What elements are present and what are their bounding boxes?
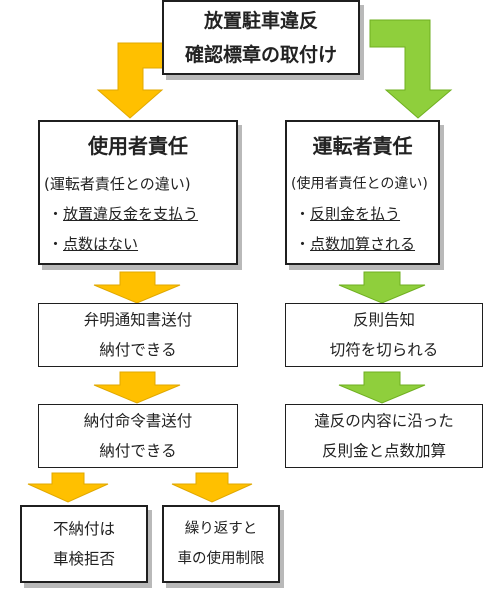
arrow-down-left-2 (93, 371, 181, 404)
user-bullet-2-text: 点数はない (63, 235, 139, 253)
user-step-1-line2: 納付できる (99, 341, 177, 359)
driver-step-1-line2: 切符を切られる (329, 341, 439, 359)
driver-bullet-2: ・点数加算される (287, 229, 438, 259)
user-responsibility-heading: 使用者責任 (88, 134, 188, 158)
user-end-2: 繰り返すと 車の使用制限 (162, 505, 280, 583)
arrow-down-left-3b (171, 472, 253, 503)
driver-responsibility-box: 運転者責任 (使用者責任との違い) ・反則金を払う ・点数加算される (285, 120, 440, 265)
user-bullet-2: ・点数はない (40, 229, 236, 259)
driver-bullet-2-text: 点数加算される (310, 235, 416, 253)
driver-step-2-line2: 反則金と点数加算 (321, 442, 446, 460)
arrow-title-to-right (369, 19, 453, 119)
user-step-1-line1: 弁明通知書送付 (83, 311, 193, 329)
user-responsibility-note: (運転者責任との違い) (44, 175, 191, 193)
driver-responsibility-note: (使用者責任との違い) (291, 176, 428, 192)
user-end-2-line2: 車の使用制限 (177, 551, 265, 567)
user-bullet-1: ・放置違反金を支払う (40, 199, 236, 229)
arrow-down-right-2 (338, 371, 426, 404)
driver-step-2-line1: 違反の内容に沿った (314, 412, 454, 430)
user-step-2-line1: 納付命令書送付 (83, 412, 193, 430)
user-step-2-line2: 納付できる (99, 442, 177, 460)
user-responsibility-box: 使用者責任 (運転者責任との違い) ・放置違反金を支払う ・点数はない (38, 120, 238, 265)
driver-step-2: 違反の内容に沿った 反則金と点数加算 (285, 404, 483, 468)
user-end-2-line1: 繰り返すと (184, 521, 258, 537)
user-end-1-line2: 車検拒否 (52, 550, 115, 568)
bullet-dot: ・ (295, 235, 311, 253)
driver-step-1: 反則告知 切符を切られる (285, 303, 483, 367)
arrow-down-left-3a (27, 472, 109, 503)
driver-step-1-line1: 反則告知 (352, 311, 415, 329)
bullet-dot: ・ (295, 205, 311, 223)
title-line2: 確認標章の取付け (184, 43, 337, 66)
arrow-down-left-1 (93, 271, 181, 304)
title-line1: 放置駐車違反 (203, 9, 318, 32)
user-end-1: 不納付は 車検拒否 (20, 505, 148, 583)
driver-bullet-1: ・反則金を払う (287, 199, 438, 229)
user-bullet-1-text: 放置違反金を支払う (63, 205, 199, 223)
driver-bullet-1-text: 反則金を払う (310, 205, 401, 223)
arrow-down-right-1 (338, 271, 426, 304)
title-box: 放置駐車違反 確認標章の取付け (162, 0, 360, 75)
bullet-dot: ・ (48, 205, 64, 223)
bullet-dot: ・ (48, 235, 64, 253)
driver-responsibility-heading: 運転者責任 (312, 134, 413, 158)
user-step-1: 弁明通知書送付 納付できる (38, 303, 238, 367)
user-end-1-line1: 不納付は (52, 520, 115, 538)
user-step-2: 納付命令書送付 納付できる (38, 404, 238, 468)
